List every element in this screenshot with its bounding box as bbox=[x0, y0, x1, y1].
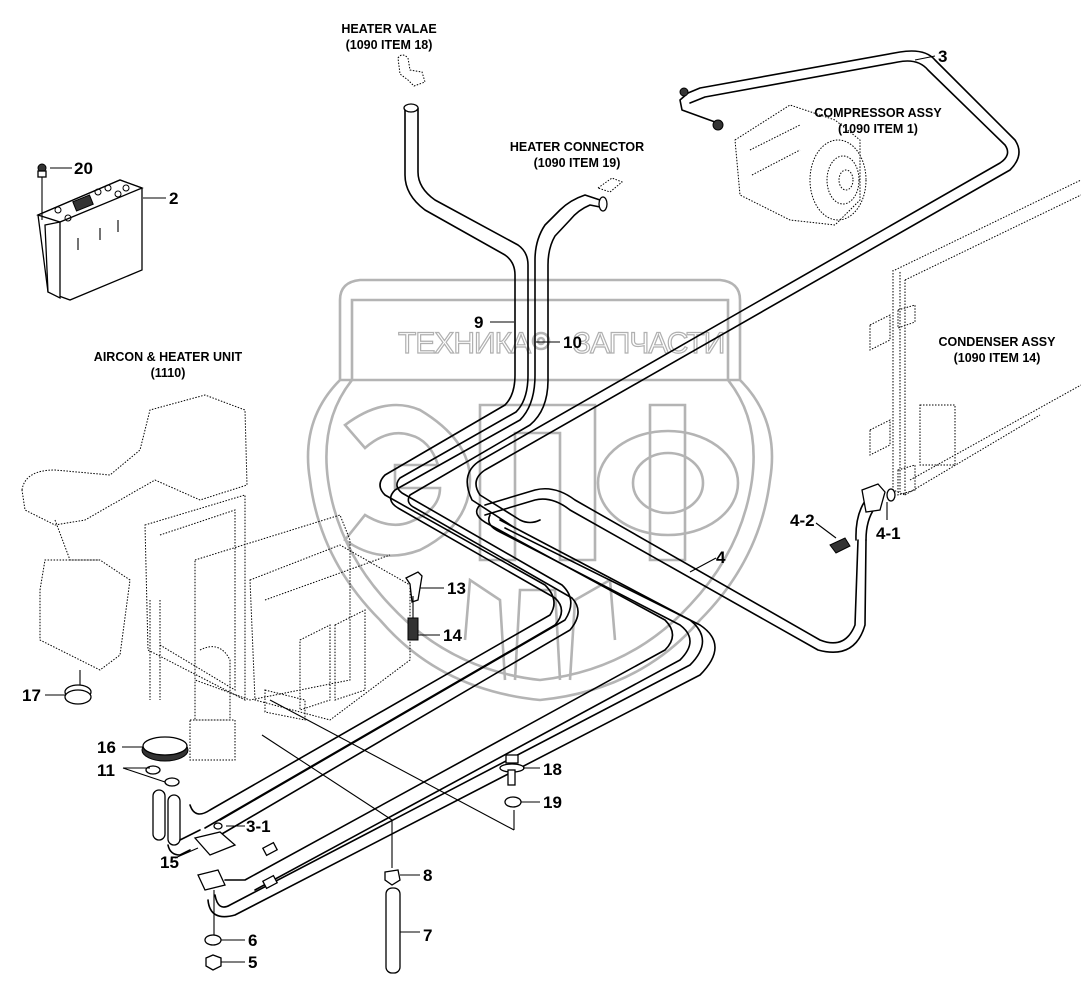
callout-3: 3 bbox=[938, 47, 947, 66]
watermark-letter-e bbox=[343, 403, 472, 557]
callout-7: 7 bbox=[423, 926, 432, 945]
condenser-ref: (1090 ITEM 14) bbox=[954, 351, 1041, 365]
washer-19 bbox=[504, 796, 522, 808]
o-ring-4-1 bbox=[886, 488, 896, 502]
cap-11b bbox=[164, 777, 180, 787]
callout-20: 20 bbox=[74, 159, 93, 178]
switch-4-2 bbox=[829, 537, 851, 554]
pipe-lower bbox=[207, 504, 716, 918]
leaders bbox=[45, 55, 936, 963]
callout-3-1: 3-1 bbox=[246, 817, 271, 836]
heater-valve bbox=[397, 54, 426, 87]
heater-connector bbox=[596, 177, 623, 193]
gear-icon bbox=[531, 331, 551, 351]
condenser-fitting bbox=[861, 483, 886, 513]
callout-5: 5 bbox=[248, 953, 257, 972]
fitting-3b bbox=[712, 119, 724, 131]
watermark-wheat bbox=[463, 577, 617, 681]
compressor-title: COMPRESSOR ASSY bbox=[814, 106, 942, 120]
callout-numbers: 20 2 3 9 10 4 4-2 4-1 13 14 17 16 11 3-1… bbox=[22, 47, 947, 972]
clip-8 bbox=[384, 869, 401, 886]
compressor-ref: (1090 ITEM 1) bbox=[838, 122, 918, 136]
aircon-unit-ref: (1110) bbox=[151, 366, 186, 380]
callout-16: 16 bbox=[97, 738, 116, 757]
condenser-title: CONDENSER ASSY bbox=[939, 335, 1057, 349]
callout-13: 13 bbox=[447, 579, 466, 598]
callout-4-1: 4-1 bbox=[876, 524, 901, 543]
watermark: ТЕХНИКА ЗАПЧАСТИ bbox=[306, 278, 774, 702]
screw-20 bbox=[37, 163, 47, 220]
block-fitting bbox=[197, 869, 226, 891]
bolt-14 bbox=[407, 617, 419, 641]
bolt-18 bbox=[499, 754, 525, 786]
pipe-3 bbox=[466, 50, 1020, 529]
callout-19: 19 bbox=[543, 793, 562, 812]
watermark-letter-p bbox=[478, 403, 597, 562]
watermark-right-text: ЗАПЧАСТИ bbox=[573, 327, 724, 360]
washer-6 bbox=[204, 934, 222, 946]
compressor-assy bbox=[734, 104, 867, 226]
callout-8: 8 bbox=[423, 866, 432, 885]
pipe-9 bbox=[189, 103, 572, 821]
watermark-left-text: ТЕХНИКА bbox=[398, 327, 531, 360]
clamp-15 bbox=[193, 831, 237, 856]
callout-15: 15 bbox=[160, 853, 179, 872]
small-parts bbox=[64, 54, 896, 974]
aircon-heater-unit bbox=[21, 394, 411, 761]
watermark-letter-f bbox=[596, 403, 740, 562]
callout-14: 14 bbox=[443, 626, 462, 645]
heater-valve-title: HEATER VALAE bbox=[341, 22, 436, 36]
condenser-assy bbox=[869, 179, 1081, 496]
watermark-shield-inner bbox=[325, 298, 755, 682]
callout-4: 4 bbox=[716, 548, 726, 567]
cap-11a bbox=[145, 765, 161, 775]
fitting-3a bbox=[679, 87, 689, 97]
pipes bbox=[152, 50, 1020, 918]
callout-17: 17 bbox=[22, 686, 41, 705]
pipe-10 bbox=[204, 194, 608, 839]
callout-4-2: 4-2 bbox=[790, 511, 815, 530]
heater-valve-ref: (1090 ITEM 18) bbox=[346, 38, 433, 52]
u-tubes bbox=[152, 789, 201, 856]
callout-10: 10 bbox=[563, 333, 582, 352]
hose-7 bbox=[385, 887, 401, 974]
bracket-13 bbox=[405, 571, 423, 603]
callout-18: 18 bbox=[543, 760, 562, 779]
callout-6: 6 bbox=[248, 931, 257, 950]
heater-connector-title: HEATER CONNECTOR bbox=[510, 140, 644, 154]
nut-5 bbox=[205, 954, 222, 971]
washer-3-1 bbox=[213, 822, 223, 830]
aircon-unit-title: AIRCON & HEATER UNIT bbox=[94, 350, 243, 364]
heater-connector-ref: (1090 ITEM 19) bbox=[534, 156, 621, 170]
callout-9: 9 bbox=[474, 313, 483, 332]
control-panel bbox=[36, 179, 144, 301]
assembly-captions: HEATER VALAE (1090 ITEM 18) HEATER CONNE… bbox=[94, 22, 1056, 380]
callout-2: 2 bbox=[169, 189, 178, 208]
callout-11: 11 bbox=[97, 761, 115, 780]
